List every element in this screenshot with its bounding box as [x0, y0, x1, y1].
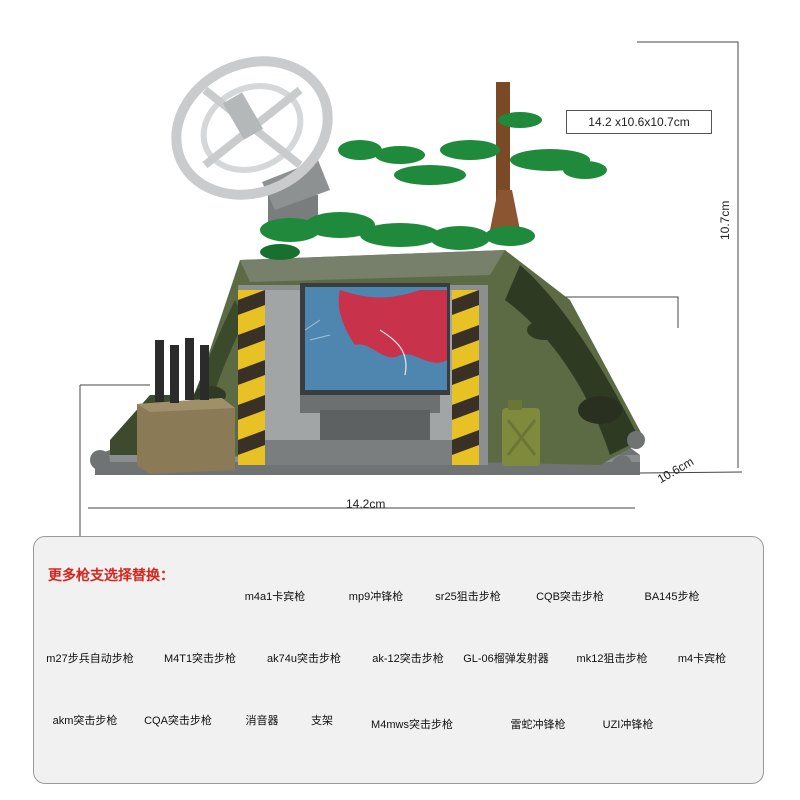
weapon-label: m4卡宾枪 [677, 653, 727, 665]
map-screen [300, 283, 450, 395]
hazard-pillar-left [238, 290, 265, 465]
weapon-label: CQB突击步枪 [536, 591, 604, 603]
weapon-label: CQA突击步枪 [144, 715, 212, 727]
weapon-label: ak-12突击步枪 [372, 653, 444, 665]
tree [338, 82, 607, 230]
weapon-label: M4mws突击步枪 [371, 719, 453, 731]
weapon-label: M4T1突击步枪 [163, 653, 237, 665]
roof-bushes [260, 212, 535, 260]
weapon-label: m4a1卡宾枪 [244, 591, 306, 603]
dimension-box: 14.2 x10.6x10.7cm [566, 110, 712, 134]
radar-dish [171, 56, 333, 225]
weapon-label: mp9冲锋枪 [348, 591, 404, 603]
weapon-label: mk12狙击步枪 [576, 653, 648, 665]
panel-title: 更多枪支选择替换： [48, 567, 174, 583]
weapon-label: 消音器 [245, 715, 279, 727]
width-dimension: 14.2cm [346, 497, 386, 511]
dimension-lines [79, 41, 743, 538]
weapon-label: akm突击步枪 [52, 715, 118, 727]
jerry-can [502, 400, 540, 466]
weapon-label: m27步兵自动步枪 [46, 653, 134, 665]
weapon-label: BA145步枪 [644, 591, 700, 603]
weapon-options-panel [33, 536, 764, 784]
corner-studs [90, 431, 645, 475]
hazard-pillar-right [452, 290, 479, 465]
weapon-label: ak74u突击步枪 [267, 653, 341, 665]
weapon-label: 支架 [311, 715, 333, 727]
weapon-label: GL-06榴弹发射器 [463, 653, 549, 665]
height-dimension: 10.7cm [718, 200, 732, 240]
weapon-label: UZI冲锋枪 [602, 719, 654, 731]
weapon-label: sr25狙击步枪 [435, 591, 501, 603]
weapon-label: 雷蛇冲锋枪 [510, 719, 566, 731]
weapon-crate [137, 338, 235, 474]
